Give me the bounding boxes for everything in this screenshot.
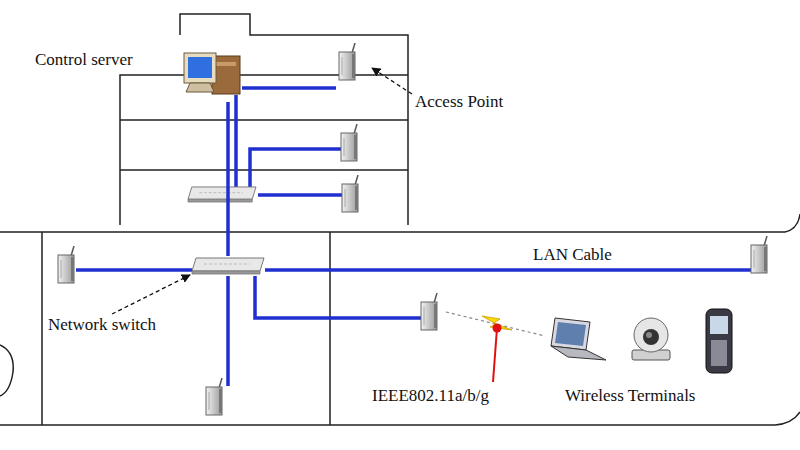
camera-dome — [634, 318, 668, 352]
camera-glint — [646, 332, 652, 338]
lan-cable — [226, 276, 230, 386]
access-point-icon — [206, 378, 222, 415]
network-switch-icon — [188, 187, 256, 202]
lan-cable — [265, 268, 752, 272]
phone-icon — [706, 309, 732, 373]
lower-floor-bottom — [0, 412, 800, 425]
access-point-icon — [421, 293, 437, 330]
phone-keypad — [711, 340, 727, 366]
lan-cable — [226, 102, 230, 256]
laptop-icon — [551, 318, 606, 360]
leader-line — [112, 275, 190, 314]
laptop-display — [555, 322, 586, 346]
access-point-icon — [342, 175, 358, 212]
terminal-group-node: Wireless Terminals — [540, 305, 740, 409]
phone-screen — [710, 316, 728, 334]
lan-cable — [258, 193, 344, 197]
lan-cable — [242, 86, 336, 90]
lan-cable — [76, 268, 192, 272]
leader-line — [372, 68, 412, 94]
standard-label: IEEE802.11a/b/g — [372, 387, 489, 406]
laptop-screen — [551, 318, 590, 350]
monitor-frame — [184, 53, 216, 83]
access-point-icon — [751, 236, 767, 273]
server-icon — [184, 53, 240, 94]
camera-icon — [632, 318, 670, 360]
phone-body — [706, 309, 732, 373]
lan-cable — [255, 276, 422, 318]
access-point-icon — [339, 43, 355, 80]
floor-lines — [120, 75, 408, 225]
monitor-screen — [188, 57, 212, 78]
wireless-link — [446, 312, 545, 336]
node-label: Control server — [35, 51, 133, 70]
building-outline — [0, 14, 800, 425]
server-bay — [216, 62, 236, 66]
access-point-icon — [58, 246, 74, 283]
callout-dot — [493, 324, 502, 333]
lan-cable — [234, 95, 238, 188]
lan-cable — [250, 149, 343, 188]
wall-curve — [0, 345, 13, 396]
cable-label: LAN Cable — [533, 246, 612, 265]
room-walls — [42, 232, 330, 425]
callout-line — [493, 328, 497, 382]
network-switch-icon — [192, 258, 264, 274]
node-label: Network switch — [48, 316, 156, 335]
switch-node: Network switch — [40, 256, 268, 338]
lower-floor-top — [0, 214, 800, 232]
monitor-stand — [186, 83, 214, 92]
server-node: Control server — [30, 45, 242, 102]
access-point-icon — [341, 124, 357, 161]
laptop-base — [551, 346, 606, 360]
camera-lens — [643, 329, 659, 345]
node-label: Access Point — [415, 93, 503, 112]
lan-cables — [76, 95, 752, 386]
node-label: Wireless Terminals — [565, 387, 695, 406]
access-point-node: Access Point — [336, 38, 536, 114]
